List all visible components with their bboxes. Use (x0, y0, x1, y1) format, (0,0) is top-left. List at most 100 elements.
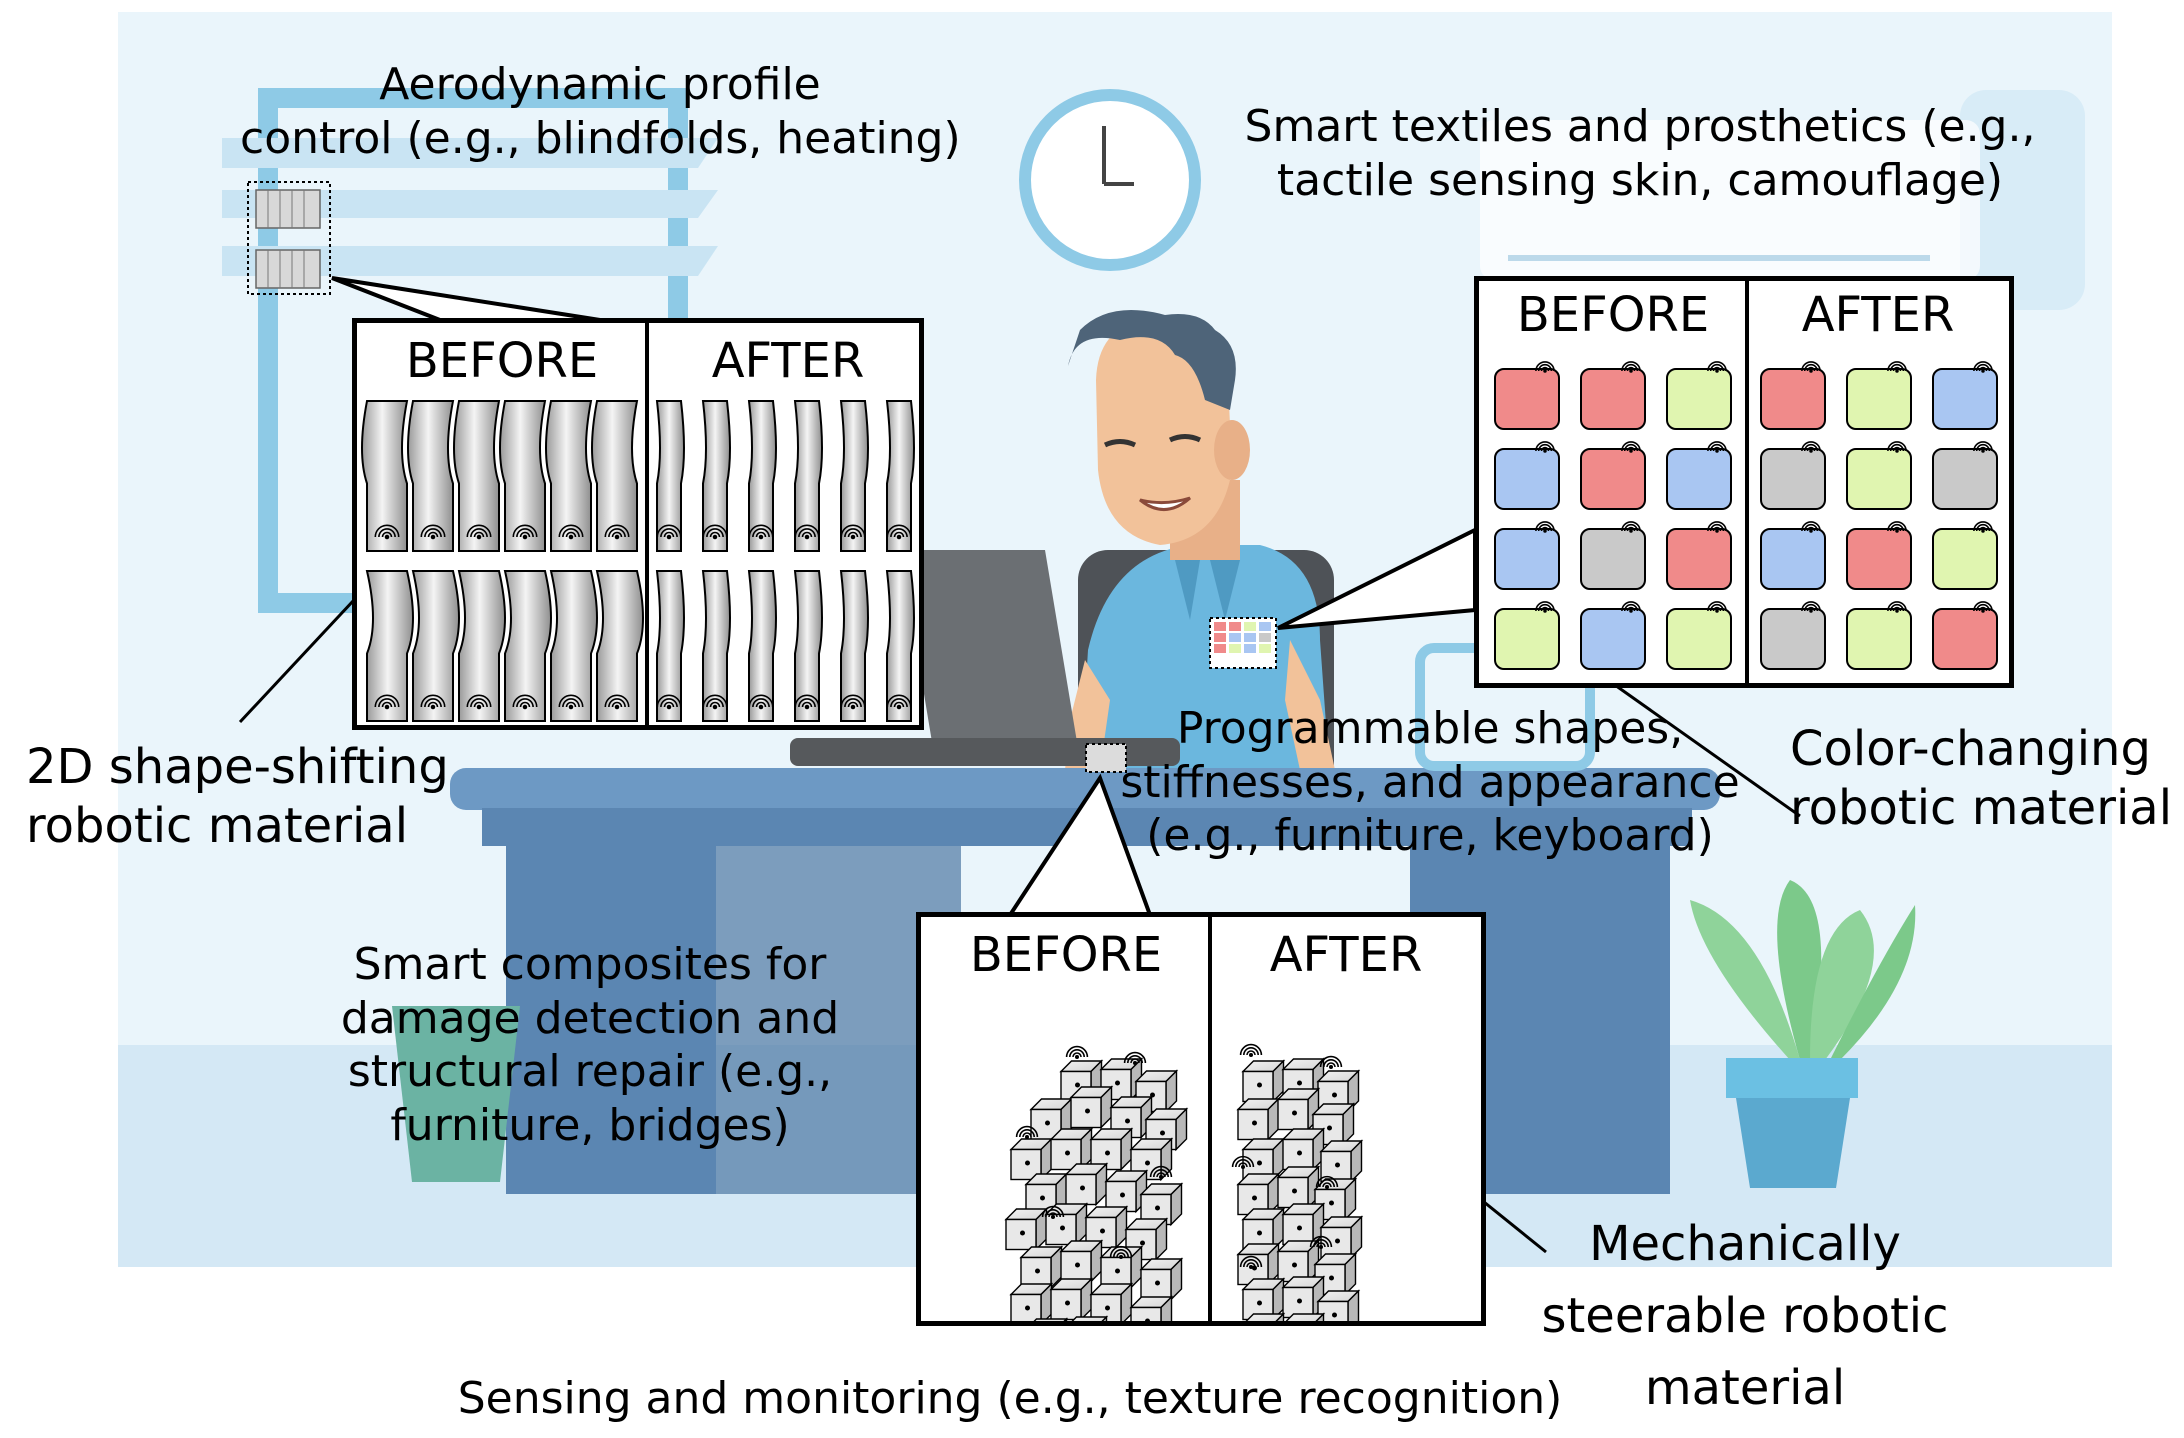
panel-shape-after-label: AFTER (711, 333, 865, 389)
color-tile-red (1580, 361, 1646, 430)
cube-before (1129, 1295, 1174, 1321)
signal-icon (1621, 521, 1641, 533)
signal-icon (420, 524, 446, 540)
signal-icon (512, 524, 538, 540)
strip-before (595, 570, 644, 722)
color-tile-red (1846, 521, 1912, 590)
cube-before (1044, 1202, 1089, 1247)
signal-icon (1801, 521, 1821, 533)
cube-after (1285, 1312, 1326, 1321)
panel-color-divider (1745, 281, 1749, 683)
label-steerable: Mechanically steerable robotic material (1541, 1216, 1949, 1416)
signal-icon (1231, 1155, 1255, 1169)
signal-icon (1065, 1045, 1089, 1059)
color-tile-blue (1932, 361, 1998, 430)
color-tile-green (1932, 521, 1998, 590)
color-tile-blue (1580, 601, 1646, 670)
cube-before (1089, 1127, 1134, 1172)
strip-after (839, 400, 869, 552)
panel-color-changing: BEFORE AFTER (1474, 276, 2014, 688)
signal-icon (702, 694, 728, 710)
strip-before (453, 400, 501, 552)
signal-icon (1309, 1235, 1333, 1249)
signal-icon (1707, 521, 1727, 533)
color-tile-red (1932, 601, 1998, 670)
wastebasket (392, 1006, 520, 1182)
signal-icon (840, 694, 866, 710)
label-aerodynamic: Aerodynamic profile control (e.g., blind… (240, 59, 961, 164)
cube-before (1139, 1257, 1184, 1302)
signal-icon (420, 694, 446, 710)
strip-after (747, 400, 777, 552)
patch-cell (1259, 644, 1271, 653)
color-tile-green (1666, 361, 1732, 430)
signal-icon (840, 524, 866, 540)
cube-before (1069, 1085, 1114, 1130)
cube-after (1241, 1059, 1286, 1104)
panel-color-after-label: AFTER (1801, 287, 1955, 343)
color-tile-red (1494, 361, 1560, 430)
color-tile-green (1494, 601, 1560, 670)
signal-icon (1973, 441, 1993, 453)
color-tile-gray (1760, 601, 1826, 670)
signal-icon (374, 524, 400, 540)
signal-icon (558, 524, 584, 540)
laptop (790, 550, 1180, 766)
strip-before (545, 400, 593, 552)
panel-cubes-divider (1208, 917, 1212, 1321)
color-tile-gray (1932, 441, 1998, 510)
signal-icon (1535, 521, 1555, 533)
patch-cell (1214, 622, 1226, 631)
wall-panel-right (1960, 90, 2085, 310)
cube-after (1236, 1097, 1281, 1142)
signal-icon (1319, 1055, 1343, 1069)
cube-clusters (1004, 1043, 1364, 1321)
color-grid (1494, 361, 1998, 670)
signal-icon (1239, 1255, 1263, 1269)
strip-after (747, 570, 777, 722)
cube-after (1245, 1312, 1286, 1321)
color-tile-red (1760, 361, 1826, 430)
strip-after (701, 400, 731, 552)
signal-icon (1535, 601, 1555, 613)
signal-icon (1973, 601, 1993, 613)
signal-icon (1887, 361, 1907, 373)
window (222, 88, 718, 613)
shirt-color-patch (1209, 617, 1277, 669)
cube-after (1236, 1242, 1281, 1287)
cube-before (1089, 1282, 1134, 1321)
cube-after (1319, 1139, 1364, 1184)
color-tile-red (1580, 441, 1646, 510)
signal-icon (794, 524, 820, 540)
signal-icon (886, 694, 912, 710)
label-2d-shape-shifting: 2D shape-shifting robotic material (26, 739, 449, 854)
label-programmable: Programmable shapes, stiffnesses, and ap… (1120, 703, 1740, 862)
color-tile-green (1666, 601, 1732, 670)
cube-before (1059, 1239, 1104, 1284)
plant (1690, 880, 1916, 1188)
color-tile-blue (1494, 521, 1560, 590)
window-strip-markers (247, 181, 331, 295)
color-tile-green (1846, 361, 1912, 430)
strip-before (361, 400, 409, 552)
cube-after (1319, 1215, 1364, 1260)
signal-icon (1707, 361, 1727, 373)
signal-icon (1123, 1051, 1147, 1065)
signal-icon (702, 524, 728, 540)
strip-after (701, 570, 731, 722)
signal-icon (656, 524, 682, 540)
signal-icon (512, 694, 538, 710)
cube-before (1064, 1162, 1109, 1207)
panel-color-before-label: BEFORE (1516, 287, 1710, 343)
signal-icon (466, 524, 492, 540)
signal-icon (1535, 361, 1555, 373)
signal-icon (794, 694, 820, 710)
strip-before (499, 400, 547, 552)
cube-after (1281, 1202, 1326, 1247)
signal-icon (558, 694, 584, 710)
clock (1019, 89, 1201, 271)
strip-after (839, 570, 869, 722)
strip-after (793, 400, 823, 552)
strip-after (655, 570, 685, 722)
color-tile-gray (1580, 521, 1646, 590)
